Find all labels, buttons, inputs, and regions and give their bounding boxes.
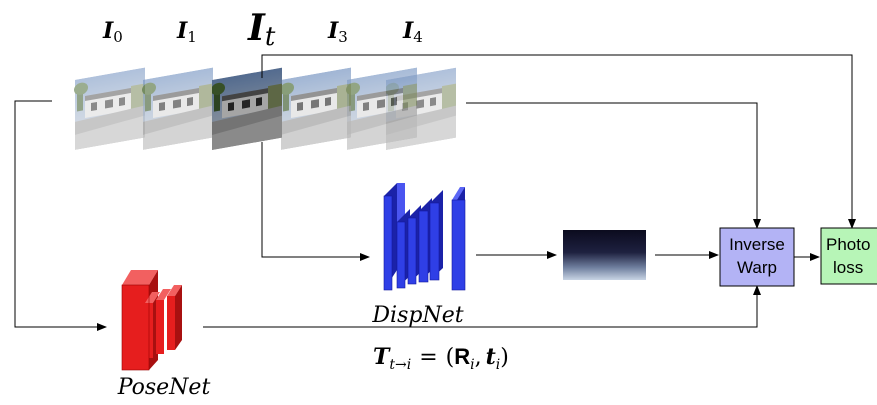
edge-posenet-to-inversewarp <box>203 285 761 328</box>
frame-label-i4: I4 <box>402 18 423 46</box>
image-frame-i3 <box>346 67 417 150</box>
image-frame-stack <box>74 67 456 150</box>
frame-label-i0: I0 <box>102 18 123 46</box>
edge-it-to-dispnet <box>261 142 370 261</box>
image-frame-i1 <box>142 67 213 150</box>
image-frame-it <box>212 67 282 150</box>
photo-loss-node: Photo loss <box>820 227 877 285</box>
edge-frames-to-inversewarp <box>466 102 761 229</box>
image-frame-i0 <box>74 67 145 150</box>
pose-equation: Tt→i=(Ri,ti) <box>373 344 509 373</box>
connections <box>14 54 856 331</box>
edge-it-to-photoloss <box>261 54 856 229</box>
frame-label-it: It <box>247 7 276 52</box>
edge-frames-to-posenet <box>14 100 107 331</box>
depth-map-image <box>563 230 646 280</box>
photo-loss-line1: Photo <box>826 235 870 254</box>
frame-labels: I0 I1 It I3 I4 <box>102 7 423 52</box>
dispnet-label: DispNet <box>371 303 463 328</box>
inverse-warp-line2: Warp <box>737 258 777 277</box>
photo-loss-line2: loss <box>833 258 863 277</box>
dispnet-block <box>383 183 466 291</box>
posenet-label: PoseNet <box>117 375 211 400</box>
posenet-block <box>121 270 182 371</box>
inverse-warp-node: Inverse Warp <box>719 227 795 287</box>
frame-label-i3: I3 <box>327 18 348 46</box>
image-frame-i3b <box>280 67 351 150</box>
inverse-warp-line1: Inverse <box>729 235 785 254</box>
frame-label-i1: I1 <box>176 18 197 46</box>
